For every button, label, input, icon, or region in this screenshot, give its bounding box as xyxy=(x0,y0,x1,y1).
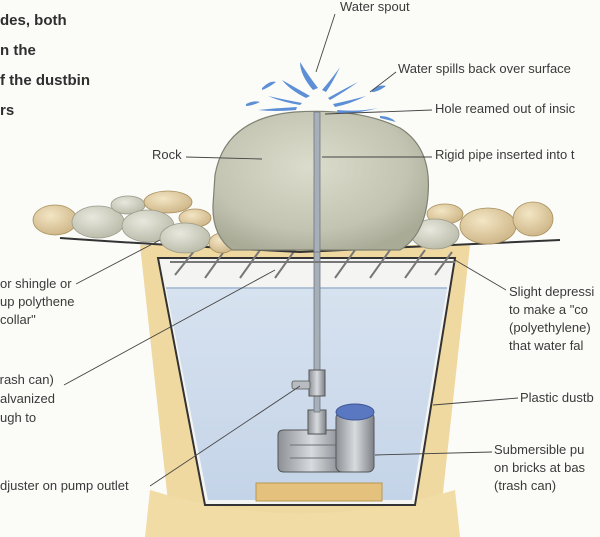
label-shingle-1: or shingle or xyxy=(0,276,72,291)
leader-plastic-dustbin xyxy=(432,397,519,406)
label-trash-can-2: alvanized xyxy=(0,391,55,406)
label-depression-1: Slight depressi xyxy=(509,284,595,299)
leader-water-spout xyxy=(315,13,336,73)
body-text-line-4: rs xyxy=(0,102,15,119)
support-mesh xyxy=(170,249,455,279)
label-depression-2: to make a "co xyxy=(509,302,589,317)
water-spray xyxy=(246,62,396,122)
label-hole-reamed: Hole reamed out of insic xyxy=(435,101,576,116)
leader-water-spills xyxy=(369,71,397,93)
label-rigid-pipe: Rigid pipe inserted into t xyxy=(435,147,575,162)
leader-rock xyxy=(185,156,263,160)
leader-adjuster xyxy=(149,385,301,487)
leader-slight-depression xyxy=(454,259,507,291)
leader-shingle xyxy=(75,239,161,285)
label-pump-1: Submersible pu xyxy=(494,442,585,457)
label-plastic-dustbin: Plastic dustb xyxy=(520,390,594,405)
body-text-line-1: des, both xyxy=(0,12,67,29)
label-depression-4: that water fal xyxy=(509,338,584,353)
label-pump-3: (trash can) xyxy=(494,478,557,493)
label-depression-3: (polyethylene) xyxy=(509,320,591,335)
label-water-spout: Water spout xyxy=(340,0,410,14)
leader-trash-can xyxy=(63,269,276,386)
label-rock: Rock xyxy=(152,147,182,162)
body-text-line-3: f the dustbin xyxy=(0,72,90,89)
rock xyxy=(212,110,430,251)
label-shingle-3: collar" xyxy=(0,312,36,327)
label-trash-can-1: trash can) xyxy=(0,372,54,387)
label-trash-can-3: ugh to xyxy=(0,410,37,425)
flow-adjuster xyxy=(308,369,326,397)
body-text-line-2: n the xyxy=(0,42,36,59)
leader-hole xyxy=(324,109,433,115)
pebbles xyxy=(32,190,554,254)
water xyxy=(166,288,447,500)
sand-ground-bottom xyxy=(145,490,460,537)
leader-submersible-pump xyxy=(374,451,493,456)
submersible-pump xyxy=(277,403,375,473)
brick-base xyxy=(255,482,383,502)
label-adjuster: djuster on pump outlet xyxy=(0,478,129,493)
label-pump-2: on bricks at bas xyxy=(494,460,586,475)
label-shingle-2: up polythene xyxy=(0,294,75,309)
label-water-spills: Water spills back over surface xyxy=(398,61,571,76)
